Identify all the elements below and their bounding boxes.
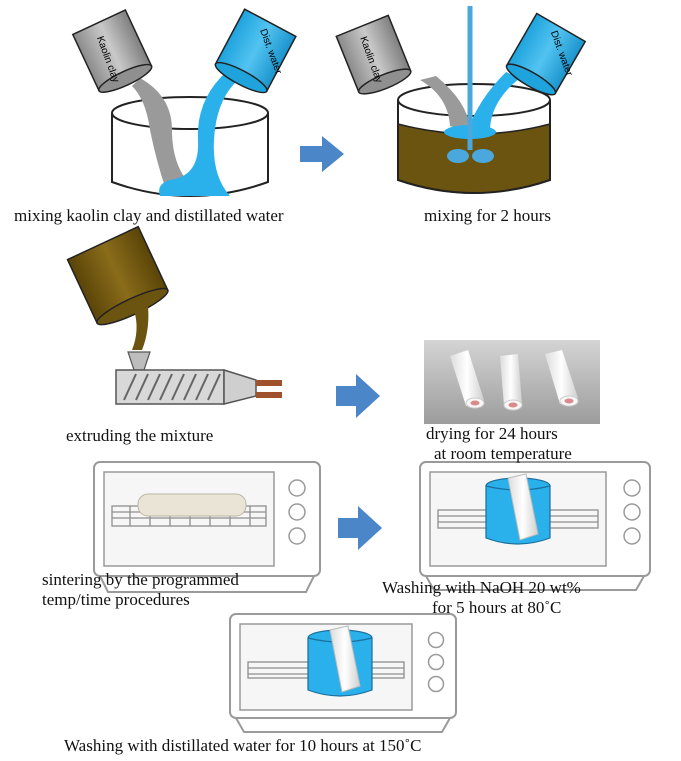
caption-step5-line2: temp/time procedures [42, 590, 190, 609]
caption-step4-line1: drying for 24 hours [426, 424, 558, 443]
naoh-oven [419, 461, 651, 591]
sintering-oven [93, 461, 321, 593]
step1-illustration: Kaolin clay Dist. water [71, 8, 297, 197]
extruder-illustration [66, 225, 282, 405]
caption-step5-line1: sintering by the programmed [42, 570, 239, 589]
clay-stream-2 [420, 76, 470, 132]
water-cup [214, 8, 297, 94]
knob-icon [427, 631, 445, 649]
caption-step3: extruding the mixture [66, 426, 214, 445]
caption-step4-line2: at room temperature [434, 444, 572, 463]
water-stream-2 [468, 72, 520, 130]
dried-tubes-photo [424, 340, 600, 424]
knob-icon [288, 479, 306, 497]
knob-icon [623, 503, 641, 521]
arrow-right-icon [300, 136, 344, 172]
step2-illustration: Kaolin clay Dist. water [335, 6, 587, 194]
knob-icon [427, 675, 445, 693]
caption-step7: Washing with distillated water for 10 ho… [64, 736, 422, 755]
arrow-right-icon [338, 506, 382, 550]
membrane-tube [137, 493, 247, 517]
water-stream [159, 72, 238, 196]
arrow-right-icon [336, 374, 380, 418]
extruder-barrel [115, 369, 225, 405]
knob-icon [288, 503, 306, 521]
caption-step2: mixing for 2 hours [424, 206, 552, 225]
knob-icon [623, 479, 641, 497]
caption-step6-line2: for 5 hours at 80˚C [432, 598, 562, 617]
clay-stream [132, 78, 196, 190]
knob-icon [427, 653, 445, 671]
caption-step6-line1: Washing with NaOH 20 wt% [382, 578, 581, 597]
water-oven [229, 613, 457, 733]
knob-icon [288, 527, 306, 545]
knob-icon [623, 527, 641, 545]
caption-step1: mixing kaolin clay and distillated water [14, 206, 284, 225]
kaolin-cup [71, 8, 153, 93]
